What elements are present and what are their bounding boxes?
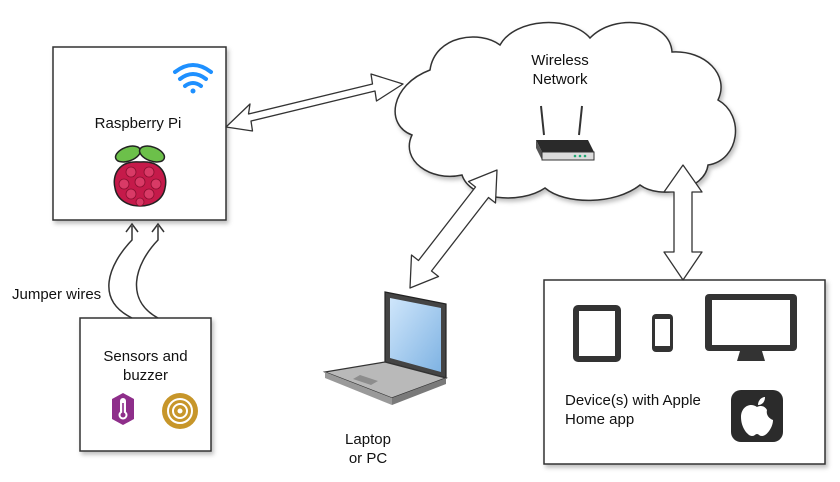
raspberry-pi-logo-icon xyxy=(113,145,167,207)
devices-label: Device(s) with Apple Home app xyxy=(565,391,730,429)
jumper-wires xyxy=(108,226,159,319)
wireless-network-cloud xyxy=(394,21,737,202)
sensors-label: Sensors and buzzer xyxy=(85,347,206,385)
network-label: Wireless Network xyxy=(500,51,620,89)
raspberry-pi-label: Raspberry Pi xyxy=(94,115,182,132)
monitor-icon xyxy=(705,294,797,361)
connection-arrows xyxy=(225,73,703,289)
laptop-label-line1: Laptop xyxy=(345,431,391,448)
apple-home-icon xyxy=(731,390,783,442)
sensors-box xyxy=(79,317,212,452)
arrow-laptop-network xyxy=(409,169,498,289)
thermometer-icon xyxy=(112,393,134,425)
sensors-label-line2: buzzer xyxy=(122,367,169,384)
network-label-line1: Wireless xyxy=(531,52,589,69)
router-icon xyxy=(536,105,595,161)
jumper-arrowheads xyxy=(125,222,165,233)
laptop-icon xyxy=(322,291,448,405)
sensors-label-line1: Sensors and xyxy=(103,348,188,365)
devices-label-line1: Device(s) with Apple xyxy=(565,392,701,409)
network-label-line2: Network xyxy=(532,71,588,88)
laptop-label: Laptop or PC xyxy=(328,430,408,468)
tablet-icon xyxy=(573,305,621,362)
arrow-network-devices xyxy=(663,164,703,281)
devices-label-line2: Home app xyxy=(565,411,635,428)
buzzer-icon xyxy=(162,393,198,429)
phone-icon xyxy=(652,314,673,352)
jumper-wires-label: Jumper wires xyxy=(12,286,102,303)
wifi-icon xyxy=(173,63,213,94)
arrow-pi-network xyxy=(225,73,404,132)
laptop-label-line2: or PC xyxy=(348,450,388,467)
